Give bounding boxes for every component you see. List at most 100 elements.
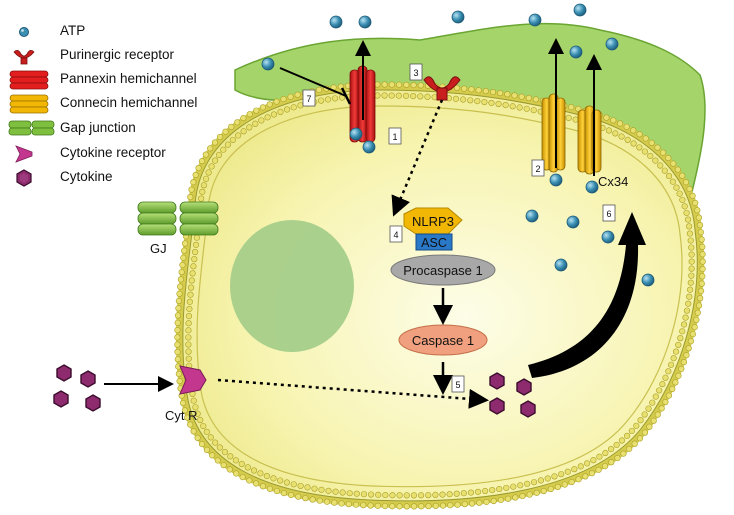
step-badge-5: 5 [451,375,465,393]
phospholipid-head [509,103,516,110]
step-badge-2: 2 [531,159,545,177]
phospholipid-head [246,111,253,118]
phospholipid-head [577,463,584,470]
phospholipid-head [496,485,503,493]
legend-item-atp: ATP [8,20,238,44]
phospholipid-head [612,130,619,137]
legend-item-gap-junction: Gap junction [8,117,238,141]
phospholipid-head [608,459,615,466]
atp-molecule [569,45,583,59]
atp-molecule [573,3,587,17]
phospholipid-head [648,139,655,146]
cytokine-receptor [179,365,207,395]
phospholipid-head [187,193,194,201]
phospholipid-head [603,114,610,121]
membrane-inner-line [196,105,683,488]
phospholipid-head [665,392,673,399]
phospholipid-head [176,290,183,297]
asc: ASC [415,233,453,251]
phospholipid-head [202,175,210,182]
cytokine [489,397,505,415]
phospholipid-head [510,483,517,490]
phospholipid-head [432,491,439,499]
phospholipid-head [682,314,689,321]
phospholipid-head [277,477,284,484]
phospholipid-head [454,501,461,508]
phospholipid-head [184,414,191,421]
phospholipid-head [654,411,661,418]
atp-molecule [528,13,542,27]
phospholipid-head [649,399,656,406]
phospholipid-head [396,492,403,499]
phospholipid-head [452,95,460,102]
phospholipid-head [504,91,511,98]
phospholipid-head [211,139,219,146]
phospholipid-head [214,457,221,464]
phospholipid-head [253,107,260,114]
phospholipid-head [646,423,653,430]
phospholipid-head [695,302,703,309]
phospholipid-head [199,188,206,195]
phospholipid-head [229,136,236,144]
phospholipid-head [679,328,686,335]
phospholipid-head [652,157,659,164]
step-number: 2 [535,164,540,174]
phospholipid-head [526,491,533,498]
phospholipid-head [686,185,693,193]
phospholipid-head [679,196,686,204]
phospholipid-head [198,440,206,448]
phospholipid-head [697,229,704,236]
phospholipid-head [209,452,216,459]
connexin-hemichannel-icon [9,94,49,114]
phospholipid-head [418,503,425,510]
atp-molecule [549,173,563,187]
gap-junction-icon [8,120,55,136]
phospholipid-head [665,172,673,180]
phospholipid-head [685,345,692,352]
phospholipid-head [523,105,530,112]
phospholipid-head [238,460,245,468]
phospholipid-head [174,348,181,356]
phospholipid-head [177,283,184,290]
phospholipid-head [483,498,490,506]
phospholipid-head [624,136,631,144]
phospholipid-head [568,104,575,111]
phospholipid-head [607,446,615,453]
legend-label: Cytokine receptor [60,145,166,160]
phospholipid-head [683,209,690,217]
phospholipid-head [188,277,195,284]
phospholipid-head [175,305,182,312]
phospholipid-head [381,502,389,510]
purinergic-receptor [423,76,461,101]
phospholipid-head [482,487,489,495]
legend: ATP Purinergic receptor Pannexin hemicha… [8,4,238,194]
atp-molecule [554,258,568,272]
legend-item-cytokine: Cytokine [8,166,238,190]
phospholipid-head [511,92,518,99]
phospholipid-head [270,111,278,118]
phospholipid-head [670,160,677,167]
phospholipid-head [410,503,418,510]
phospholipid-head [396,503,403,510]
phospholipid-head [446,491,453,498]
phospholipid-head [211,157,219,164]
phospholipid-head [295,493,302,500]
cytokine [56,364,72,382]
phospholipid-head [641,411,648,418]
phospholipid-head [263,472,270,480]
cyt-r-label: Cyt R [165,408,198,423]
phospholipid-head [453,84,461,91]
legend-label: ATP [60,23,86,38]
phospholipid-head [339,489,346,496]
phospholipid-head [338,500,345,507]
phospholipid-head [290,481,297,488]
nlrp3: NLRP3 [403,207,463,235]
cytokine-receptor-icon [15,145,33,163]
phospholipid-head [389,492,396,499]
step-number: 6 [606,209,611,219]
purinergic-receptor-icon [13,50,35,65]
phospholipid-head [503,484,510,492]
gj-label: GJ [150,241,167,256]
atp-molecule [601,230,615,244]
phospholipid-head [689,331,696,338]
